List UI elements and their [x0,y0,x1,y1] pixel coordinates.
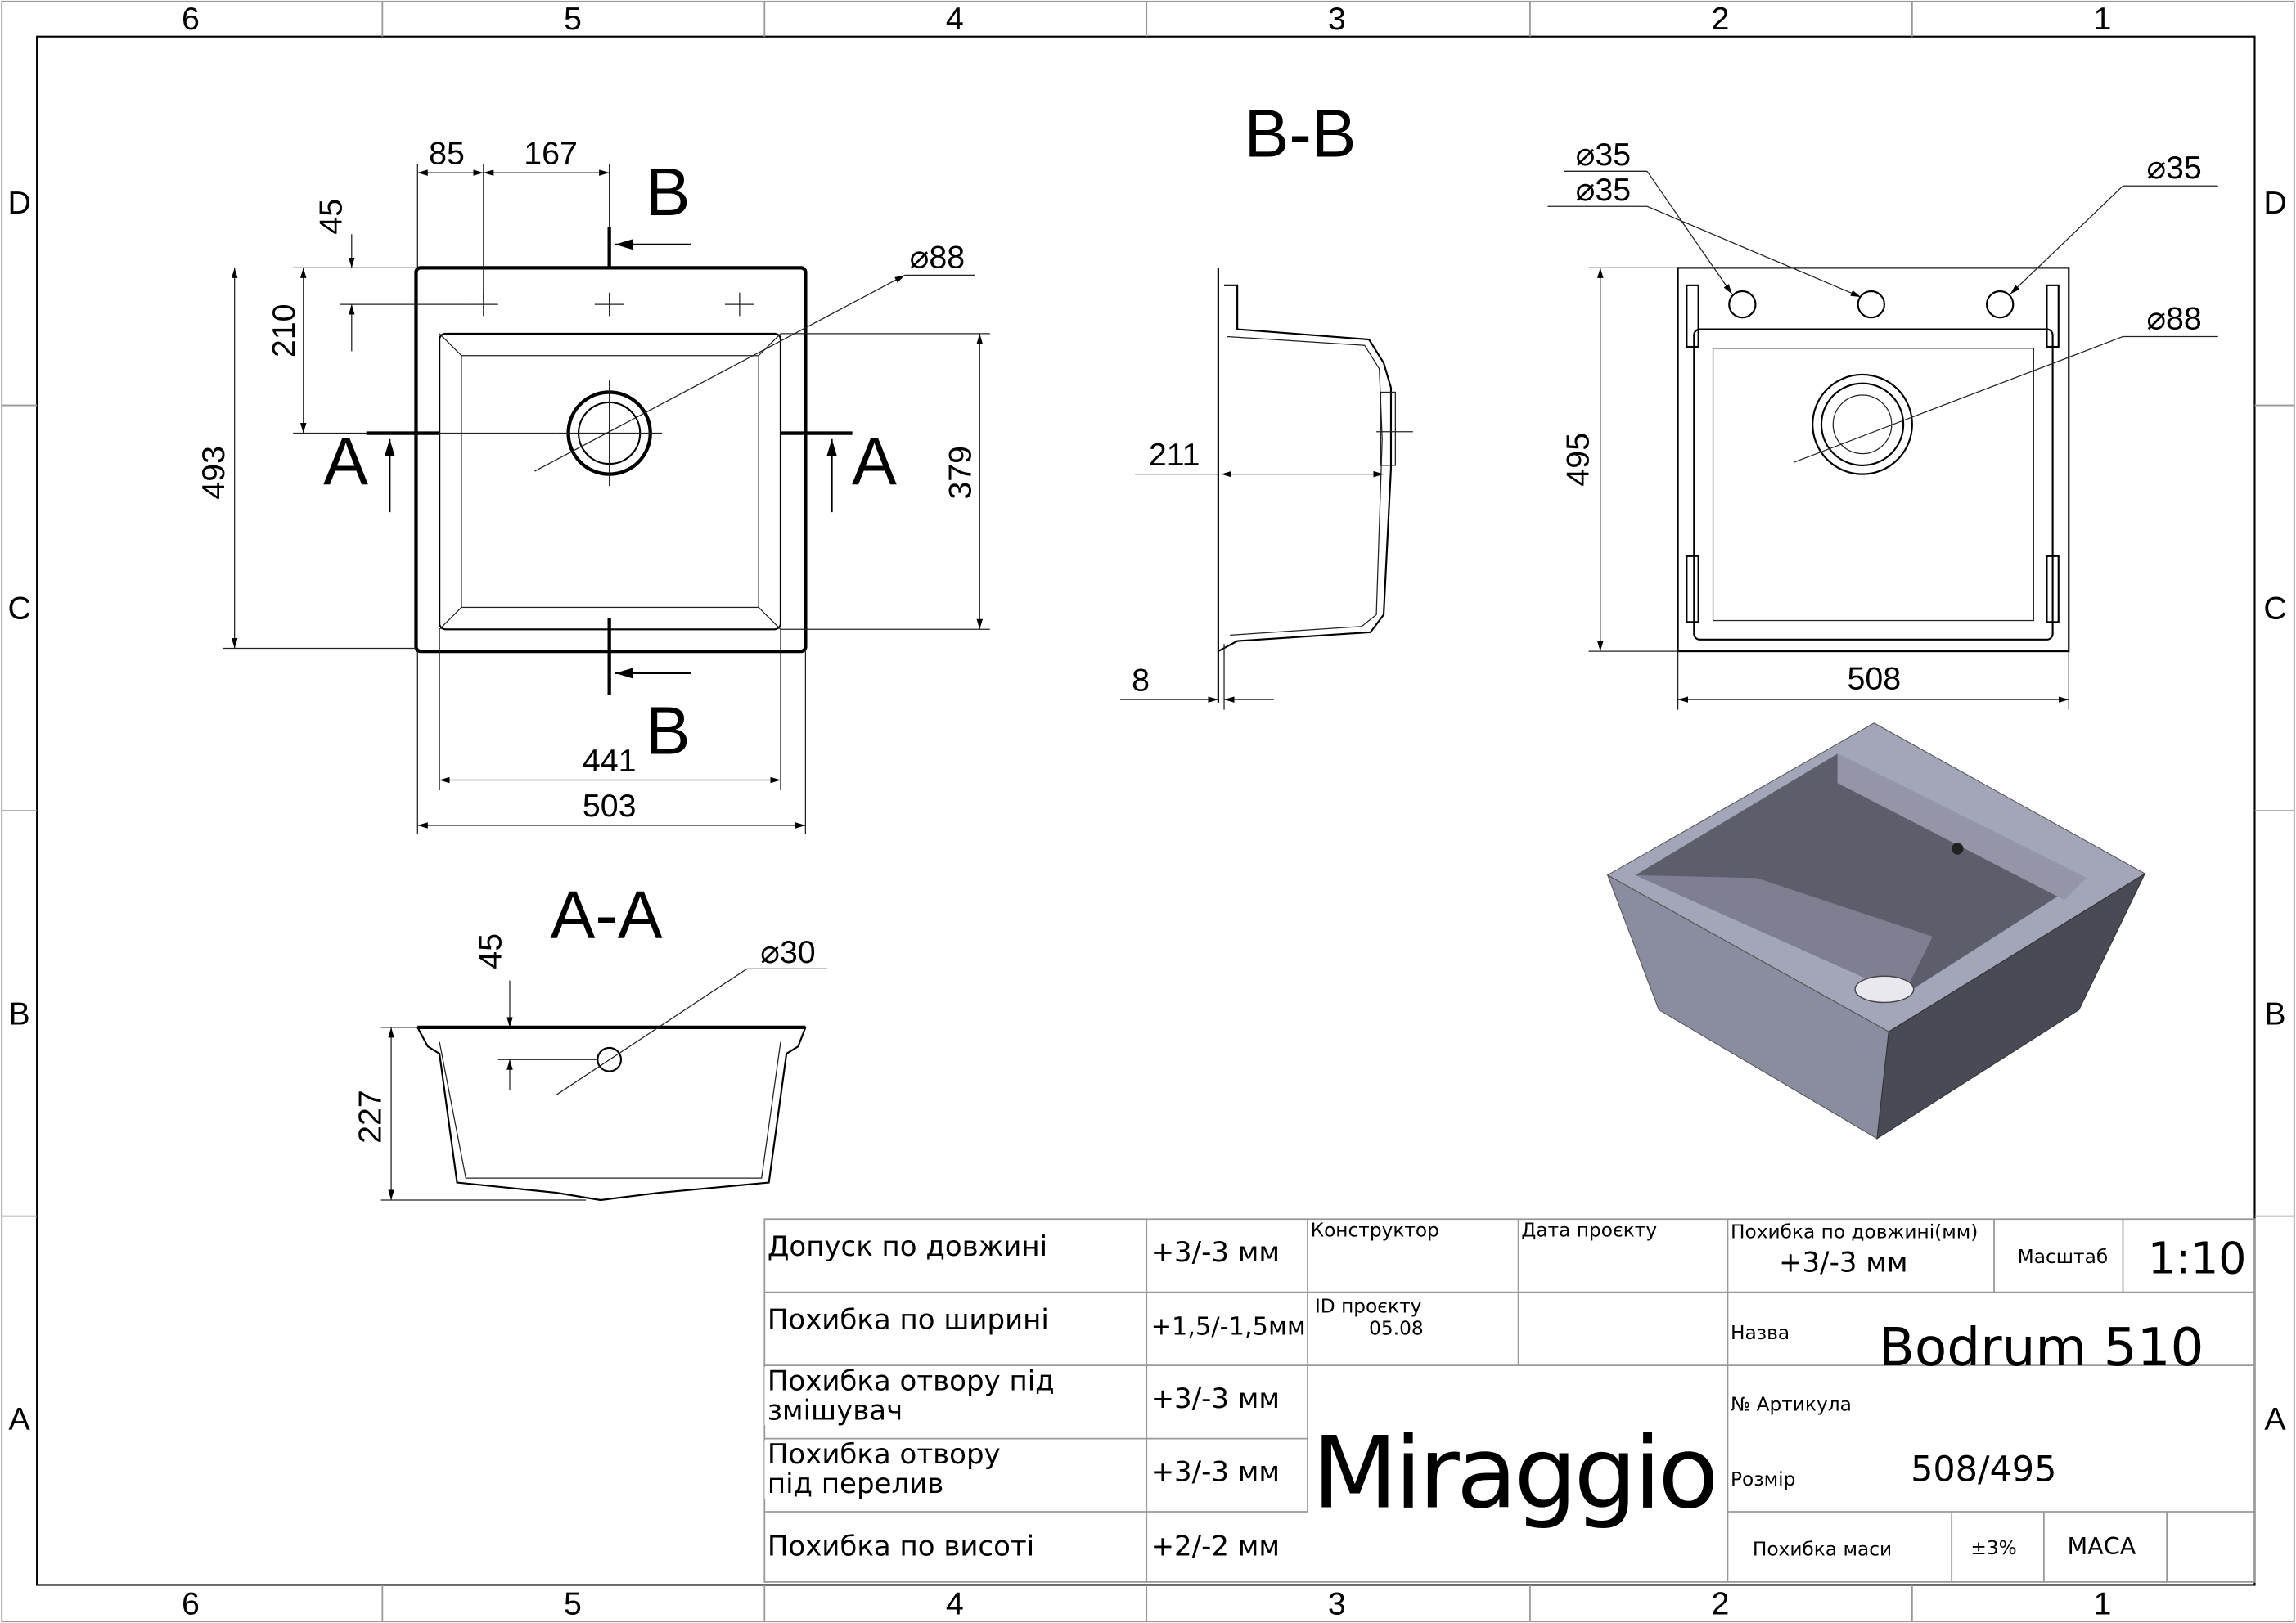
tolerance-overflow-label-full: Похибка отвору під перелив [764,1440,1031,1499]
dim-dia35-a: ⌀35 [1576,137,1631,173]
project-id-value: 05.08 [1369,1318,1424,1340]
dim-379: 379 [943,446,979,500]
zone-col-6-bottom: 6 [182,1585,200,1621]
tolerance-mixer-hole-label-full: Похибка отвору під змішувач [764,1366,1060,1425]
length-tolerance-label: Похибка по довжині(мм) [1731,1221,1978,1243]
dim-8: 8 [1132,662,1150,698]
tolerance-length-label: Допуск по довжині [768,1230,1047,1263]
dim-495: 495 [1560,433,1596,487]
dim-167: 167 [524,135,578,171]
article-label: № Артикула [1731,1394,1852,1416]
mass-label: МАСА [2067,1532,2136,1560]
zone-row-c-left: C [7,591,30,627]
tolerance-mixer-hole-value: +3/-3 мм [1151,1382,1281,1415]
dim-493: 493 [196,446,232,500]
dim-508: 508 [1848,661,1902,697]
scale-value: 1:10 [2148,1232,2246,1284]
section-a-left-label: A [323,425,368,499]
tolerance-width-value: +1,5/-1,5мм [1151,1313,1306,1342]
dim-45-aa: 45 [472,933,508,969]
tolerance-height-label: Похибка по висоті [768,1531,1034,1563]
date-label: Дата проєкту [1521,1220,1657,1242]
zone-row-b-left: B [9,996,30,1032]
zone-row-a-right: A [2264,1401,2286,1437]
mass-tolerance-label: Похибка маси [1753,1539,1892,1561]
right-view: ⌀35 ⌀35 ⌀35 ⌀88 495 508 [1547,137,2218,710]
zone-col-3-bottom: 3 [1328,1585,1346,1621]
zone-row-c-right: C [2263,591,2286,627]
dim-dia88-right: ⌀88 [2146,301,2201,337]
zone-col-1-bottom: 1 [2093,1585,2111,1621]
length-tolerance-value: +3/-3 мм [1779,1247,1908,1279]
dim-dia30: ⌀30 [760,934,815,970]
sink-3d-render [1606,722,2146,1140]
designer-label: Конструктор [1311,1220,1439,1242]
zone-col-5-bottom: 5 [564,1585,582,1621]
name-label: Назва [1731,1322,1790,1344]
section-bb-title: B-B [1244,97,1356,171]
tolerance-width-label: Похибка по ширині [768,1303,1049,1336]
product-name: Bodrum 510 [1879,1317,2204,1378]
dim-227: 227 [353,1090,389,1144]
zone-row-d-right: D [2263,185,2286,221]
project-id-label: ID проєкту [1315,1296,1422,1318]
zone-col-4-top: 4 [946,1,964,37]
zone-col-5-top: 5 [564,1,582,37]
zone-col-2-top: 2 [1712,1,1730,37]
zone-row-a-left: A [9,1401,31,1437]
section-b-bottom-label: B [646,694,691,768]
title-block: Допуск по довжині Похибка по ширині Похи… [763,1218,2256,1583]
scale-label: Масштаб [2018,1246,2109,1268]
zone-col-6-top: 6 [182,1,200,37]
section-a-right-label: A [852,425,897,499]
zone-col-2-bottom: 2 [1712,1585,1730,1621]
dim-211: 211 [1149,437,1200,473]
dim-85: 85 [429,135,465,171]
dim-45: 45 [313,199,349,235]
tolerance-length-value: +3/-3 мм [1151,1236,1281,1269]
tolerance-height-value: +2/-2 мм [1151,1531,1281,1563]
dim-503: 503 [583,788,637,824]
section-b-top-label: B [646,155,691,230]
mass-tolerance-value: ±3% [1970,1537,2016,1559]
zone-col-3-top: 3 [1328,1,1346,37]
section-aa-title: A-A [550,879,662,953]
zone-row-d-left: D [7,185,30,221]
dim-dia35-b: ⌀35 [1576,172,1631,208]
section-b-b: B-B 211 8 [1120,97,1413,710]
dim-dia88: ⌀88 [910,239,965,275]
size-value: 508/495 [1911,1449,2056,1490]
size-label: Розмір [1731,1468,1795,1490]
zone-col-1-top: 1 [2093,1,2111,37]
zone-col-4-bottom: 4 [946,1585,964,1621]
zone-row-b-right: B [2264,996,2285,1032]
dim-210: 210 [266,303,302,357]
tolerance-overflow-value: +3/-3 мм [1151,1455,1281,1488]
dim-441: 441 [583,743,637,779]
brand-logo: Miraggio [1312,1415,1718,1531]
section-a-a: A-A 45 227 ⌀30 [353,879,828,1202]
dim-dia35-c: ⌀35 [2146,150,2201,186]
top-view: 85 167 45 210 493 379 441 503 ⌀88 A A B … [196,135,990,834]
